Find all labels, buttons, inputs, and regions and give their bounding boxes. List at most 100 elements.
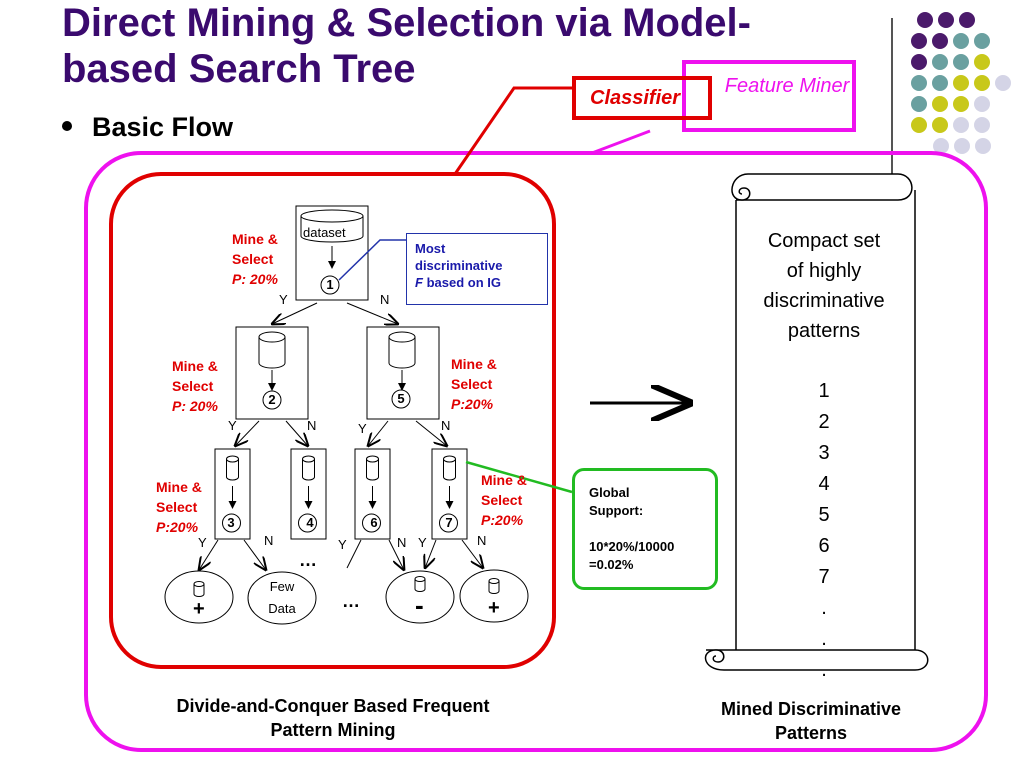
- node-circle: [222, 513, 241, 533]
- classifier-tag: Classifier: [572, 76, 712, 120]
- scroll-line: patterns: [787, 320, 861, 342]
- decorative-dot: [953, 54, 969, 70]
- left-caption-line-1: Divide-and-Conquer Based Frequent: [176, 696, 490, 716]
- ellipsis: …: [299, 550, 318, 570]
- left-caption: Divide-and-Conquer Based Frequent Patter…: [120, 694, 546, 742]
- bullet-dot: [62, 120, 72, 131]
- decorative-dot: [954, 138, 970, 154]
- classifier-region: [109, 172, 556, 669]
- ellipsis: …: [342, 591, 361, 611]
- most-discriminative-pointer: [338, 239, 406, 281]
- right-caption-line-1: Mined Discriminative: [720, 699, 902, 719]
- decorative-dot: [974, 117, 990, 133]
- few-data-line-1: Few: [269, 579, 295, 594]
- cylinder-icon: [365, 455, 379, 481]
- scroll-line: of highly: [786, 260, 862, 282]
- no-label: N: [477, 533, 487, 548]
- pattern-item: 7: [818, 566, 830, 588]
- leaf-minus-sign: -: [415, 590, 424, 620]
- node-2-circle: [262, 390, 282, 410]
- no-label: N: [307, 418, 317, 433]
- classifier-connector: [453, 86, 572, 175]
- node-number-3: 3: [227, 515, 235, 530]
- p-value: P:20%: [451, 396, 494, 412]
- decorative-dot: [959, 12, 975, 28]
- decorative-dot: [974, 75, 990, 91]
- right-caption: Mined Discriminative Patterns: [680, 697, 942, 745]
- pattern-item: 5: [818, 504, 830, 526]
- global-line-4: =0.02%: [589, 557, 634, 572]
- leaf-minus: [385, 570, 455, 624]
- left-caption-line-2: Pattern Mining: [270, 720, 396, 740]
- cylinder-icon: [258, 331, 286, 369]
- divider-line: [891, 18, 893, 198]
- no-label: N: [397, 535, 407, 550]
- p-value: P: 20%: [172, 398, 218, 414]
- pattern-item: .: [821, 628, 827, 650]
- pattern-item: 3: [818, 442, 830, 464]
- no-label: N: [264, 533, 274, 548]
- cylinder-icon: [442, 455, 456, 481]
- most-line-2: discriminative: [415, 258, 503, 273]
- few-data-line-2: Data: [268, 601, 296, 616]
- decorative-dot: [911, 96, 927, 112]
- yes-label: Y: [418, 535, 427, 550]
- pattern-item: 6: [818, 535, 830, 557]
- node-1-circle: [320, 275, 340, 295]
- decorative-dot: [995, 75, 1011, 91]
- scroll-line: discriminative: [763, 290, 885, 312]
- decorative-dot: [953, 96, 969, 112]
- yes-label: Y: [228, 418, 237, 433]
- node-number-5: 5: [397, 391, 405, 406]
- feature-miner-label: Feature Miner: [724, 75, 850, 97]
- root-dataset-label: dataset: [303, 225, 346, 240]
- spacer: [589, 520, 701, 538]
- decorative-dot: [911, 75, 927, 91]
- mine-select-node-7: Mine & Select P:20%: [481, 470, 527, 530]
- mine-line: Mine &: [232, 231, 278, 247]
- mine-select-root: Mine & Select P: 20%: [232, 229, 278, 289]
- p-value: P:20%: [481, 512, 524, 528]
- decorative-dot: [911, 117, 927, 133]
- bullet-basic-flow: Basic Flow: [62, 112, 233, 143]
- most-line-1: Most: [415, 241, 446, 256]
- decorative-dot: [911, 54, 927, 70]
- mine-line: Mine &: [481, 472, 527, 488]
- spacer: [734, 346, 914, 376]
- pattern-item: 1: [818, 380, 830, 402]
- decorative-dot: [932, 96, 948, 112]
- node-number-6: 6: [370, 515, 378, 530]
- no-label: N: [441, 418, 451, 433]
- select-line: Select: [172, 378, 214, 394]
- slide-title: Direct Mining & Selection via Model-base…: [62, 1, 751, 91]
- cylinder-icon: [301, 455, 315, 481]
- p-value: P:20%: [156, 519, 199, 535]
- pattern-item: .: [821, 659, 827, 681]
- node-number-7: 7: [445, 515, 453, 530]
- global-support-box: Global Support: 10*20%/10000 =0.02%: [572, 468, 718, 590]
- global-line-1: Global: [589, 485, 630, 500]
- yes-label: Y: [358, 421, 367, 436]
- mine-select-node-2: Mine & Select P: 20%: [172, 356, 218, 416]
- node-number-1: 1: [326, 277, 334, 292]
- mine-select-node-5: Mine & Select P:20%: [451, 354, 497, 414]
- yes-label: Y: [279, 292, 288, 307]
- feature-symbol: F: [415, 275, 423, 290]
- node-circle: [439, 513, 458, 533]
- node-number-2: 2: [268, 392, 276, 407]
- decorative-dot-grid: [891, 12, 1021, 198]
- right-caption-line-2: Patterns: [774, 723, 848, 743]
- node-circle: [362, 513, 381, 533]
- node-circle: [298, 513, 317, 533]
- pattern-item: .: [821, 597, 827, 619]
- select-line: Select: [451, 376, 493, 392]
- decorative-dot: [953, 33, 969, 49]
- most-discriminative-box: Most discriminative F based on IG: [406, 233, 548, 305]
- leaf-plus-sign-2: +: [488, 597, 500, 619]
- decorative-dot: [975, 138, 991, 154]
- leaf-few-data: [247, 571, 317, 625]
- feature-miner-connector: [591, 129, 651, 155]
- node-5-circle: [391, 389, 411, 409]
